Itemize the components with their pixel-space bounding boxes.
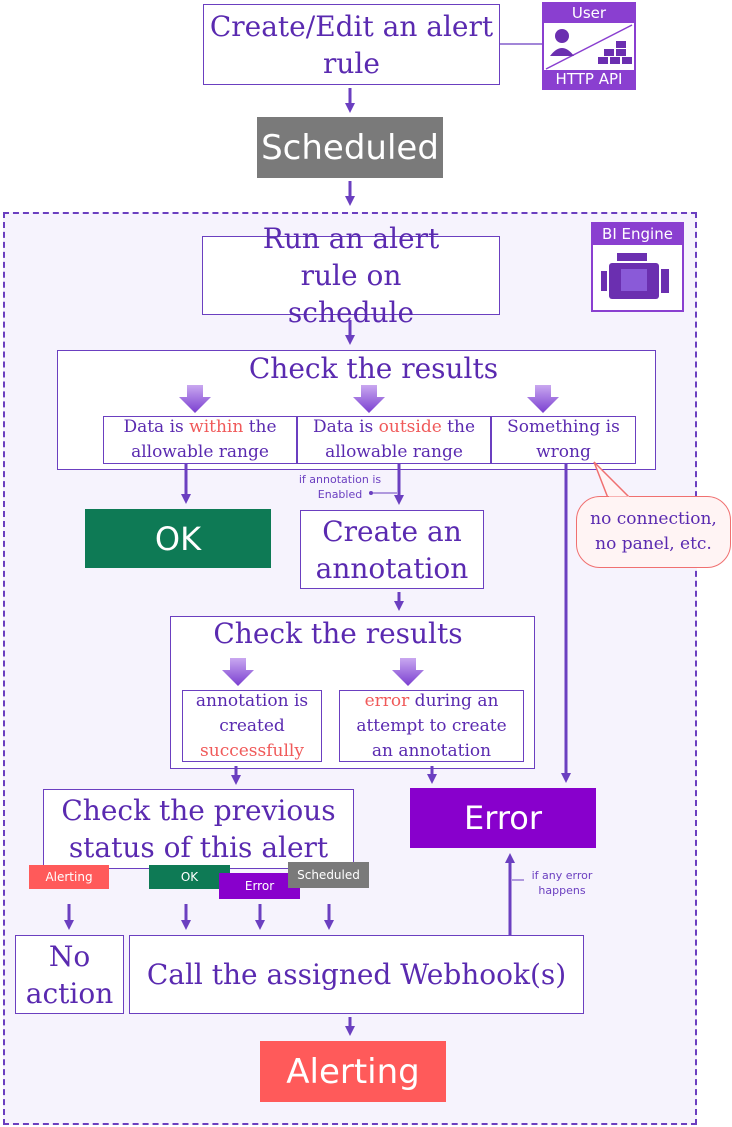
check-results-title-2: Check the results [213, 617, 463, 650]
annotation-error-cell: error during an attempt to create an ann… [339, 690, 524, 762]
something-wrong-cell: Something is wrong [491, 416, 636, 464]
data-within-line2: allowable range [131, 442, 269, 462]
check-previous-status-box: Check the previous status of this alert [43, 789, 354, 869]
run-alert-rule-box: Run an alert rule on schedule [202, 222, 500, 329]
check-results-title-1: Check the results [248, 352, 499, 385]
previous-line2: status of this alert [68, 831, 329, 864]
no-connection-callout: no connection, no panel, etc. [576, 496, 731, 568]
ok-state: OK [85, 509, 271, 568]
create-edit-alert-rule-label: Create/Edit an alert rule [209, 9, 494, 80]
bi-engine-badge: BI Engine [591, 222, 684, 312]
data-within-line1: Data is within the [123, 417, 277, 437]
scheduled-state: Scheduled [257, 117, 443, 178]
previous-line1: Check the previous [61, 794, 336, 827]
annotation-created-cell: annotation is created successfully [182, 690, 322, 762]
no-action-line2: action [25, 976, 114, 1010]
data-within-range-cell: Data is within the allowable range [103, 416, 297, 464]
create-annotation-box: Create an annotation [300, 510, 484, 589]
bricks-icon [598, 41, 632, 64]
any-error-note: if any error happens [531, 869, 593, 897]
user-icon [545, 24, 633, 70]
something-wrong-line2: wrong [536, 442, 591, 462]
engine-icon [601, 253, 669, 299]
error-state: Error [410, 788, 596, 848]
run-alert-rule-label: Run an alert rule on schedule [262, 222, 440, 329]
scheduled-label: Scheduled [261, 127, 439, 168]
create-annotation-line2: annotation [315, 551, 469, 585]
call-webhook-box: Call the assigned Webhook(s) [129, 935, 584, 1014]
http-api-badge-label: HTTP API [544, 70, 634, 89]
user-http-api-badge: User HTTP API [542, 2, 636, 90]
call-webhook-label: Call the assigned Webhook(s) [146, 958, 567, 991]
user-badge-label: User [544, 4, 634, 23]
annotation-enabled-note: if annotation is Enabled [298, 473, 382, 501]
create-annotation-line1: Create an [322, 514, 462, 548]
create-edit-alert-rule-box: Create/Edit an alert rule [203, 4, 500, 85]
data-outside-line2: allowable range [325, 442, 463, 462]
something-wrong-line1: Something is [507, 417, 620, 437]
status-tag-scheduled: Scheduled [288, 862, 369, 888]
status-tag-ok: OK [149, 865, 230, 889]
data-outside-line1: Data is outside the [312, 417, 476, 437]
no-action-line1: No [48, 939, 91, 973]
callout-line1: no connection, [590, 509, 717, 529]
status-tag-error: Error [219, 873, 300, 899]
callout-line2: no panel, etc. [595, 534, 712, 554]
no-action-box: No action [15, 935, 124, 1014]
ok-label: OK [154, 519, 202, 558]
bi-engine-label: BI Engine [593, 224, 682, 245]
error-label: Error [464, 799, 542, 837]
status-tag-alerting: Alerting [29, 865, 109, 889]
alerting-state: Alerting [260, 1041, 446, 1102]
alerting-label: Alerting [286, 1051, 420, 1092]
data-outside-range-cell: Data is outside the allowable range [297, 416, 491, 464]
